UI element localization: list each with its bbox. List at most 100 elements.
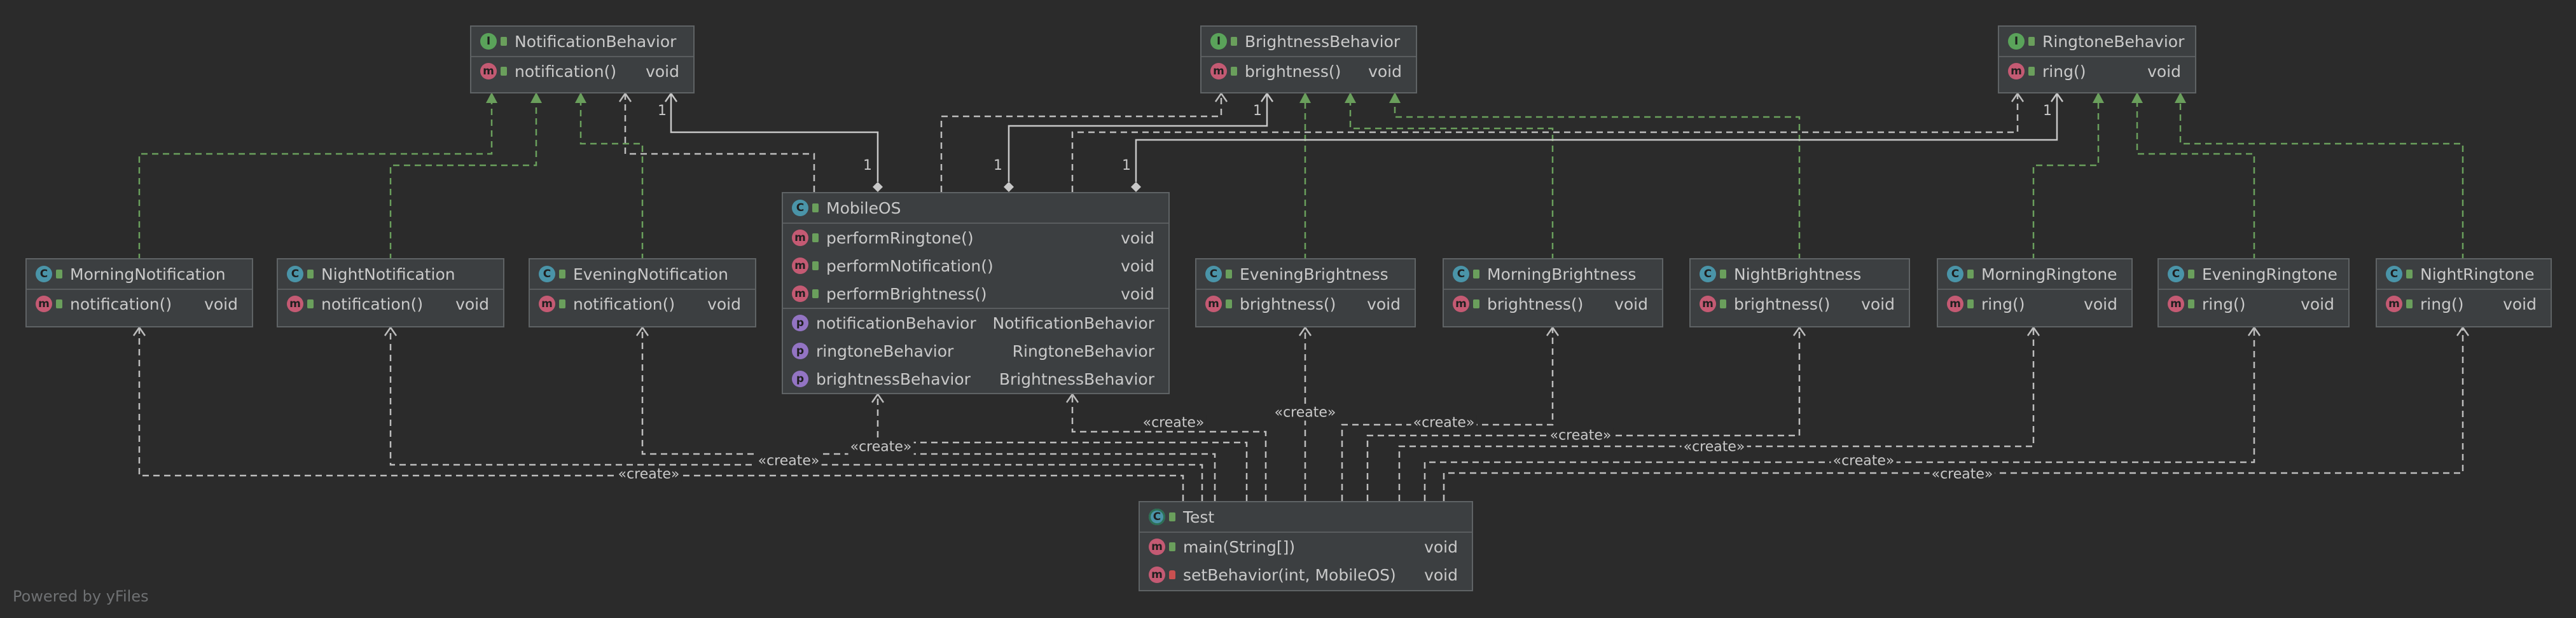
property-icon: p bbox=[792, 315, 808, 331]
realization-edge-night-notification bbox=[389, 93, 537, 282]
field-type: BrightnessBehavior bbox=[999, 369, 1154, 388]
method-name: performRingtone() bbox=[826, 228, 974, 247]
create-label: «create» bbox=[756, 453, 822, 469]
create-label: «create» bbox=[1681, 439, 1747, 455]
class-icon: C bbox=[1700, 266, 1716, 282]
public-visibility-icon bbox=[1231, 67, 1237, 76]
class-night-ringtone[interactable]: C NightRingtone m ring() void bbox=[2376, 258, 2552, 327]
class-evening-ringtone[interactable]: C EveningRingtone m ring() void bbox=[2157, 258, 2350, 327]
class-icon: C bbox=[1453, 266, 1469, 282]
class-icon: C bbox=[539, 266, 555, 282]
method-row[interactable]: m ring() void bbox=[1999, 57, 2195, 85]
create-label: «create» bbox=[1929, 466, 1995, 483]
field-row[interactable]: p brightnessBehavior BrightnessBehavior bbox=[783, 365, 1168, 393]
method-row[interactable]: m performBrightness() void bbox=[783, 280, 1168, 308]
create-edge-mobileos-b bbox=[1071, 394, 1267, 501]
method-type: void bbox=[707, 294, 741, 313]
method-row[interactable]: m notification() void bbox=[530, 290, 755, 318]
realization-edge-evening-ringtone bbox=[2136, 93, 2255, 282]
dependency-edge-mobileos-notification bbox=[624, 93, 815, 192]
method-row[interactable]: m setBehavior(int, MobileOS) void bbox=[1140, 561, 1472, 589]
class-name: MorningRingtone bbox=[1981, 264, 2117, 284]
method-row[interactable]: m notification() void bbox=[27, 290, 252, 318]
class-name: BrightnessBehavior bbox=[1245, 32, 1401, 51]
method-icon: m bbox=[1947, 296, 1963, 312]
class-night-notification[interactable]: C NightNotification m notification() voi… bbox=[277, 258, 504, 327]
dependency-edge-mobileos-brightness bbox=[940, 93, 1222, 192]
method-type: void bbox=[2503, 294, 2537, 313]
method-row[interactable]: m performRingtone() void bbox=[783, 224, 1168, 252]
method-icon: m bbox=[2168, 296, 2184, 312]
interface-ringtone-behavior[interactable]: I RingtoneBehavior m ring() void bbox=[1998, 25, 2196, 93]
method-icon: m bbox=[792, 285, 808, 302]
method-name: brightness() bbox=[1487, 294, 1584, 313]
method-type: void bbox=[204, 294, 238, 313]
method-type: void bbox=[2301, 294, 2334, 313]
interface-brightness-behavior[interactable]: I BrightnessBehavior m brightness() void bbox=[1200, 25, 1417, 93]
association-edge-notification bbox=[670, 93, 879, 182]
method-name: performBrightness() bbox=[826, 284, 987, 303]
class-evening-brightness[interactable]: C EveningBrightness m brightness() void bbox=[1195, 258, 1416, 327]
method-name: notification() bbox=[515, 62, 617, 81]
class-night-brightness[interactable]: C NightBrightness m brightness() void bbox=[1689, 258, 1910, 327]
public-visibility-icon bbox=[1473, 299, 1479, 308]
field-row[interactable]: p notificationBehavior NotificationBehav… bbox=[783, 308, 1168, 337]
public-visibility-icon bbox=[1169, 512, 1175, 521]
class-name: MorningNotification bbox=[70, 264, 226, 284]
method-type: void bbox=[1424, 537, 1458, 556]
public-visibility-icon bbox=[559, 270, 565, 278]
method-row[interactable]: m brightness() void bbox=[1196, 290, 1415, 318]
class-morning-brightness[interactable]: C MorningBrightness m brightness() void bbox=[1443, 258, 1663, 327]
public-visibility-icon bbox=[812, 203, 819, 212]
method-row[interactable]: m main(String[]) void bbox=[1140, 533, 1472, 561]
class-mobileos[interactable]: C MobileOS m performRingtone() void m pe… bbox=[782, 192, 1170, 394]
method-name: notification() bbox=[70, 294, 172, 313]
class-name: RingtoneBehavior bbox=[2042, 32, 2185, 51]
public-visibility-icon bbox=[307, 299, 314, 308]
realization-edge-morning-notification bbox=[138, 93, 493, 282]
class-icon: C bbox=[1947, 266, 1963, 282]
method-icon: m bbox=[1700, 296, 1716, 312]
class-morning-notification[interactable]: C MorningNotification m notification() v… bbox=[25, 258, 253, 327]
public-visibility-icon bbox=[2406, 299, 2413, 308]
method-icon: m bbox=[2008, 63, 2025, 79]
public-visibility-icon bbox=[501, 37, 507, 46]
property-icon: p bbox=[792, 343, 808, 359]
create-edge-morning-brightness bbox=[1341, 327, 1554, 501]
method-name: notification() bbox=[321, 294, 424, 313]
create-label: «create» bbox=[848, 439, 914, 455]
powered-by-footer: Powered by yFiles bbox=[13, 587, 149, 605]
method-row[interactable]: m notification() void bbox=[278, 290, 503, 318]
method-type: void bbox=[1367, 294, 1401, 313]
field-type: NotificationBehavior bbox=[992, 313, 1154, 333]
method-icon: m bbox=[36, 296, 52, 312]
method-name: ring() bbox=[2042, 62, 2086, 81]
public-visibility-icon bbox=[1226, 270, 1232, 278]
method-type: void bbox=[646, 62, 679, 81]
create-edge-morning-notification bbox=[138, 327, 1184, 501]
public-visibility-icon bbox=[1231, 37, 1237, 46]
method-row[interactable]: m brightness() void bbox=[1444, 290, 1662, 318]
field-row[interactable]: p ringtoneBehavior RingtoneBehavior bbox=[783, 337, 1168, 365]
class-morning-ringtone[interactable]: C MorningRingtone m ring() void bbox=[1937, 258, 2133, 327]
class-evening-notification[interactable]: C EveningNotification m notification() v… bbox=[529, 258, 756, 327]
method-row[interactable]: m performNotification() void bbox=[783, 252, 1168, 280]
public-visibility-icon bbox=[559, 299, 565, 308]
method-icon: m bbox=[539, 296, 555, 312]
method-type: void bbox=[1121, 256, 1154, 275]
public-visibility-icon bbox=[812, 233, 819, 242]
class-test[interactable]: C Test m main(String[]) void m setBehavi… bbox=[1139, 501, 1473, 591]
multiplicity-label: 1 bbox=[2043, 103, 2052, 119]
method-row[interactable]: m ring() void bbox=[2377, 290, 2551, 318]
property-icon: p bbox=[792, 371, 808, 387]
method-row[interactable]: m notification() void bbox=[471, 57, 693, 85]
interface-notification-behavior[interactable]: I NotificationBehavior m notification() … bbox=[470, 25, 695, 93]
method-row[interactable]: m ring() void bbox=[2159, 290, 2348, 318]
method-type: void bbox=[1614, 294, 1648, 313]
method-row[interactable]: m brightness() void bbox=[1201, 57, 1416, 85]
class-name: NightNotification bbox=[321, 264, 455, 284]
method-row[interactable]: m brightness() void bbox=[1691, 290, 1909, 318]
realization-edge-night-ringtone bbox=[2179, 93, 2464, 282]
method-row[interactable]: m ring() void bbox=[1938, 290, 2131, 318]
